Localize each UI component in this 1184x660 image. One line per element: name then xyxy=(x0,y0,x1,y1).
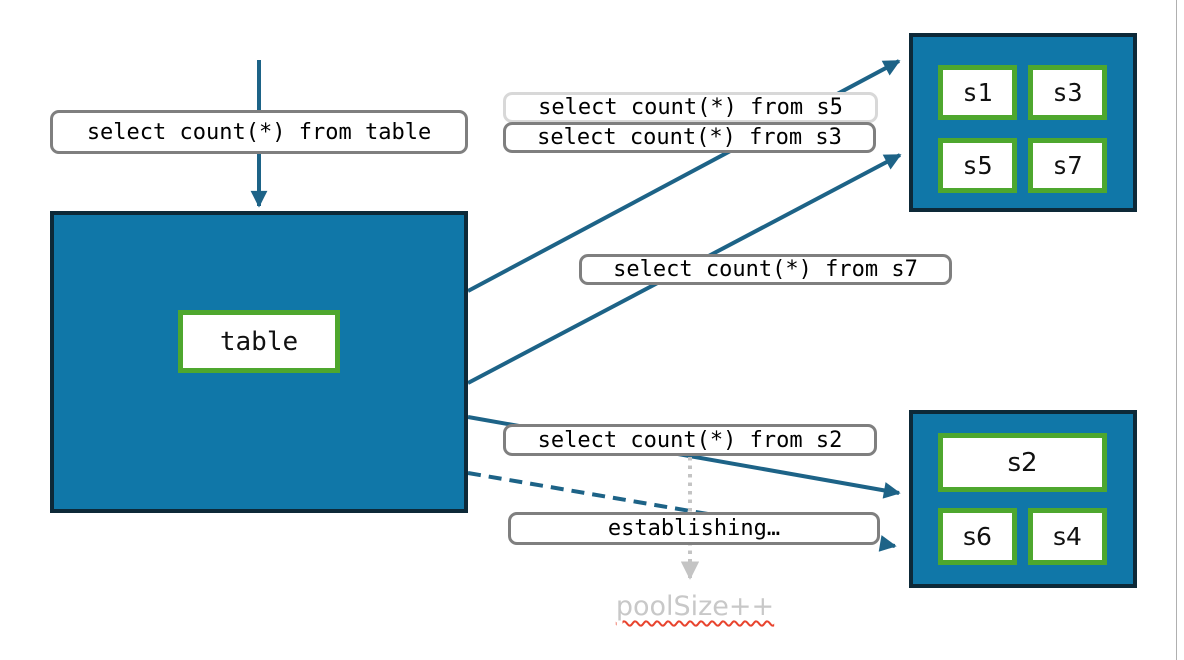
shard-node-s3: s3 xyxy=(1028,65,1107,120)
shard-node-s4: s4 xyxy=(1028,508,1107,565)
query-label-s5: select count(*) from s5 xyxy=(503,92,878,123)
shard-label: s4 xyxy=(1053,522,1082,551)
shard-group-bottom: s2 s6 s4 xyxy=(909,410,1137,588)
query-label-establishing: establishing… xyxy=(508,512,880,545)
shard-label: s2 xyxy=(1007,447,1038,478)
table-node-label: table xyxy=(219,326,299,357)
page-edge-line xyxy=(1176,0,1177,660)
shard-node-s7: s7 xyxy=(1028,138,1107,193)
shard-node-s5: s5 xyxy=(938,138,1017,193)
shard-node-s2: s2 xyxy=(938,433,1107,492)
shard-label: s7 xyxy=(1052,151,1083,180)
poolsize-note: poolSize++ xyxy=(615,591,775,622)
shard-label: s5 xyxy=(962,151,993,180)
table-shard-box: table xyxy=(50,211,468,513)
shard-label: s6 xyxy=(963,522,992,551)
query-label-s2: select count(*) from s2 xyxy=(503,424,877,456)
query-label-s7: select count(*) from s7 xyxy=(579,254,952,285)
table-node: table xyxy=(178,310,340,373)
shard-node-s1: s1 xyxy=(938,65,1017,120)
shard-group-top: s1 s3 s5 s7 xyxy=(909,33,1137,212)
query-label-table: select count(*) from table xyxy=(50,110,468,154)
shard-label: s1 xyxy=(962,78,993,107)
shard-node-s6: s6 xyxy=(938,508,1017,565)
query-label-s3: select count(*) from s3 xyxy=(503,122,876,153)
shard-label: s3 xyxy=(1052,78,1083,107)
